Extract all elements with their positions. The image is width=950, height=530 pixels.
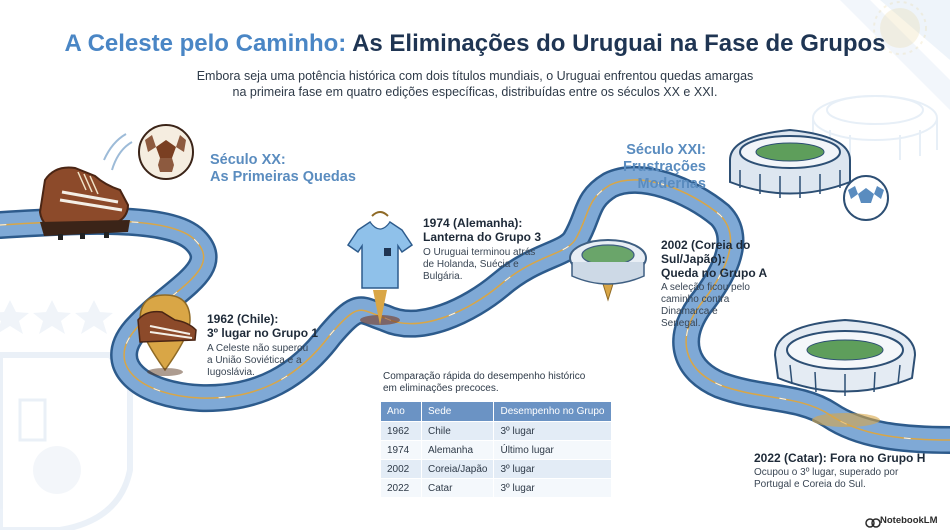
section-heading-line: Século XXI:: [626, 142, 706, 158]
event-description-line: Dinamarca e: [661, 306, 718, 317]
table-caption-line: em eliminações precoces.: [383, 383, 499, 394]
notebooklm-logo-icon: [865, 518, 881, 528]
table-caption: Comparação rápida do desempenho históric…: [383, 371, 623, 395]
table-caption-line: Comparação rápida do desempenho históric…: [383, 371, 586, 382]
event-description-1974: O Uruguai terminou atrás de Holanda, Sué…: [423, 247, 535, 283]
page-subtitle: Embora seja uma potência histórica com d…: [165, 68, 785, 100]
event-description-line: Iugoslávia.: [207, 367, 255, 378]
event-description-line: A seleção ficou pelo: [661, 282, 750, 293]
table-header-desempenho: Desempenho no Grupo: [493, 401, 612, 422]
section-heading-xx: Século XX: As Primeiras Quedas: [210, 152, 356, 186]
event-title-2002: 2002 (Coreia do Sul/Japão): Queda no Gru…: [661, 238, 767, 280]
event-title-line: 1962 (Chile):: [207, 312, 279, 326]
table-row: 2002 Coreia/Japão 3º lugar: [380, 459, 612, 479]
table-header-sede: Sede: [420, 401, 495, 422]
event-title-line: 2022 (Catar): Fora no Grupo H: [754, 451, 926, 465]
table-cell: Chile: [420, 421, 495, 441]
event-title-1974: 1974 (Alemanha): Lanterna do Grupo 3: [423, 216, 541, 244]
table-cell: 2002: [380, 459, 422, 479]
section-heading-xxi: Século XXI: Frustrações Modernas: [556, 142, 706, 193]
table-cell: 3º lugar: [493, 421, 612, 441]
page-title: A Celeste pelo Caminho: As Eliminações d…: [0, 30, 950, 58]
uruguay-crest-icon: [0, 300, 133, 530]
table-row: 1962 Chile 3º lugar: [380, 421, 612, 441]
table-cell: Catar: [420, 478, 495, 498]
event-description-line: Senegal.: [661, 318, 701, 329]
table-cell: 3º lugar: [493, 478, 612, 498]
subtitle-line: na primeira fase em quatro edições espec…: [232, 85, 718, 99]
soccer-ball-icon: [843, 175, 889, 221]
event-title-line: Sul/Japão):: [661, 252, 726, 266]
table-cell: Último lugar: [493, 440, 612, 460]
event-title-1962: 1962 (Chile): 3º lugar no Grupo 1: [207, 312, 318, 340]
section-heading-line: Século XX:: [210, 152, 286, 168]
event-title-line: Queda no Grupo A: [661, 266, 768, 280]
event-description-2022: Ocupou o 3º lugar, superado por Portugal…: [754, 467, 898, 491]
map-pin-boot-icon: [137, 294, 197, 376]
table-cell: 1974: [380, 440, 422, 460]
table-header-row: Ano Sede Desempenho no Grupo: [380, 401, 612, 422]
map-pin-stadium-icon: [569, 239, 647, 302]
map-pin-jersey-icon: [346, 211, 414, 325]
table-cell: Coreia/Japão: [420, 459, 495, 479]
event-title-line: 2002 (Coreia do: [661, 238, 751, 252]
brand-label: NotebookLM: [880, 515, 938, 526]
event-description-line: O Uruguai terminou atrás: [423, 247, 536, 258]
title-part2: As Eliminações do Uruguai na Fase de Gru…: [352, 30, 886, 57]
table-cell: 1962: [380, 421, 422, 441]
event-description-1962: A Celeste não superou a União Soviética …: [207, 343, 308, 379]
event-title-line: 3º lugar no Grupo 1: [207, 326, 319, 340]
subtitle-line: Embora seja uma potência histórica com d…: [196, 69, 754, 83]
table-row: 1974 Alemanha Último lugar: [380, 440, 612, 460]
table-cell: Alemanha: [420, 440, 495, 460]
stadium-icon: [773, 318, 917, 427]
soccer-boot-icon: [38, 166, 130, 240]
event-description-line: Bulgária.: [423, 271, 463, 282]
table-row: 2022 Catar 3º lugar: [380, 478, 612, 498]
section-heading-line: As Primeiras Quedas: [210, 169, 356, 185]
sun-of-may-icon: [873, 1, 927, 55]
event-description-line: a União Soviética e a: [207, 355, 302, 366]
soccer-ball-icon: [103, 124, 194, 180]
event-title-2022: 2022 (Catar): Fora no Grupo H: [754, 451, 925, 465]
event-description-line: de Holanda, Suécia e: [423, 259, 519, 270]
background-stripes: [840, 0, 950, 110]
table-header-ano: Ano: [380, 401, 422, 422]
section-heading-line: Frustrações Modernas: [622, 159, 706, 192]
event-description-line: Ocupou o 3º lugar, superado por: [754, 467, 899, 478]
event-description-line: A Celeste não superou: [207, 343, 309, 354]
event-description-2002: A seleção ficou pelo caminho contra Dina…: [661, 282, 750, 330]
table-cell: 2022: [380, 478, 422, 498]
event-description-line: Portugal e Coreia do Sul.: [754, 479, 866, 490]
event-title-line: 1974 (Alemanha):: [423, 216, 523, 230]
stadium-icon: [729, 128, 851, 198]
title-part1: A Celeste pelo Caminho:: [64, 30, 347, 57]
comparison-table: Ano Sede Desempenho no Grupo 1962 Chile …: [380, 401, 612, 498]
event-description-line: caminho contra: [661, 294, 730, 305]
table-cell: 3º lugar: [493, 459, 612, 479]
event-title-line: Lanterna do Grupo 3: [423, 230, 542, 244]
